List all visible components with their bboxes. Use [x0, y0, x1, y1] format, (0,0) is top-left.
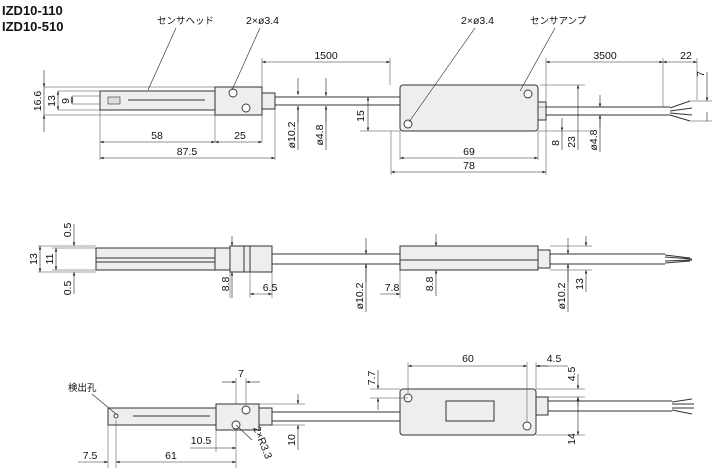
cable-boot: [261, 92, 276, 110]
dim-7: 7: [695, 71, 707, 77]
mount-hole-icon: [403, 119, 413, 129]
dim-dia-4-8: ø4.8: [314, 124, 326, 145]
label-sensor-amp: センサアンプ: [530, 16, 587, 27]
model-name-1: IZD10-110: [2, 3, 63, 18]
dim-side-13b: 13: [574, 278, 586, 290]
dim-dia-10-2: ø10.2: [286, 121, 298, 148]
dim-side-dia-10-2a: ø10.2: [354, 282, 366, 309]
mount-hole-icon: [523, 89, 533, 99]
dim-16-6: 16.6: [32, 91, 44, 112]
dim-8: 8: [550, 140, 562, 146]
dim-dia-4-8-out: ø4.8: [588, 129, 600, 150]
bottom-lead-wires: [671, 398, 694, 415]
label-hole-amp: 2×ø3.4: [461, 15, 494, 27]
dim-side-0-5b: 0.5: [62, 281, 74, 296]
sensor-head-label-plate: [107, 96, 121, 105]
amp-bottom-boot: [535, 396, 549, 416]
amp-cable-boot: [537, 101, 547, 121]
bottom-view: 7 10.5 2×R3.3 61 7.5 検出孔 10 60 4: [68, 353, 694, 468]
dim-bot-61: 61: [165, 450, 177, 462]
dim-side-7-8: 7.8: [385, 282, 400, 294]
amp-side-body: [399, 245, 539, 271]
dim-bot-4-5b: 4.5: [566, 367, 578, 382]
head-side-body: [95, 247, 231, 271]
dim-side-13: 13: [28, 253, 40, 265]
dim-3500: 3500: [593, 50, 617, 62]
dim-side-dia-10-2b: ø10.2: [556, 282, 568, 309]
dim-bot-60: 60: [462, 353, 474, 365]
side-view: 13 11 0.5 0.5 8.8 6.5 ø10.2 7.8 8.8 ø10.…: [28, 223, 693, 312]
top-view: 16.6 13 9 58 25 87.5 ø10.2 ø4.8 1500 15 …: [32, 15, 712, 175]
head-side-mount: [229, 245, 273, 273]
dim-side-0-5a: 0.5: [62, 223, 74, 238]
dim-15: 15: [355, 110, 367, 122]
dim-9: 9: [60, 98, 72, 104]
dim-69: 69: [463, 146, 475, 158]
dim-bot-10: 10: [286, 434, 298, 446]
dim-58: 58: [151, 130, 163, 142]
amp-display-window: [445, 400, 495, 422]
head-bottom-boot: [258, 407, 273, 426]
amp-side-boot: [537, 249, 551, 269]
dim-side-8-8a: 8.8: [220, 277, 232, 292]
dim-78: 78: [463, 160, 475, 172]
dim-13: 13: [46, 95, 58, 107]
dim-87-5: 87.5: [177, 146, 198, 158]
dim-bot-7-7: 7.7: [366, 371, 378, 386]
dim-25: 25: [234, 130, 246, 142]
model-name-2: IZD10-510: [2, 19, 63, 34]
sensor-amp-body: [399, 84, 539, 132]
dim-side-8-8b: 8.8: [424, 277, 436, 292]
label-hole-head: 2×ø3.4: [246, 15, 279, 27]
dim-bot-14: 14: [566, 433, 578, 445]
label-detect-hole: 検出孔: [68, 382, 97, 394]
dim-bot-10-5: 10.5: [191, 435, 212, 447]
dim-1500: 1500: [314, 50, 338, 62]
dim-side-6-5: 6.5: [263, 282, 278, 294]
mount-hole-icon: [228, 88, 238, 98]
side-lead-wires: [664, 254, 693, 264]
mount-hole-icon: [241, 103, 251, 113]
dim-side-11: 11: [44, 253, 56, 264]
lead-wires: [669, 100, 693, 122]
label-radius: 2×R3.3: [250, 425, 274, 461]
dim-bot-7-5: 7.5: [83, 450, 98, 462]
dim-bot-7: 7: [238, 368, 244, 380]
sensor-head-mount: [214, 86, 263, 116]
label-sensor-head: センサヘッド: [157, 16, 214, 27]
dim-22: 22: [680, 50, 692, 62]
mount-hole-icon: [522, 421, 532, 431]
mount-hole-icon: [241, 405, 251, 415]
detect-hole-icon: [113, 413, 119, 419]
dim-23: 23: [566, 136, 578, 148]
dim-bot-4-5a: 4.5: [547, 353, 562, 365]
